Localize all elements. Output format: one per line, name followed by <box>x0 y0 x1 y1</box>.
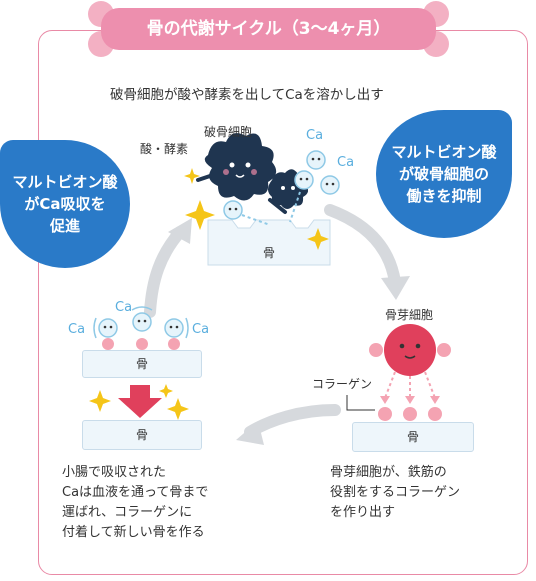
desc-line: 運ばれ、コラーゲンに <box>62 505 193 520</box>
bubble-left-line: がCa吸収を <box>24 195 106 213</box>
bubble-right-line: 働きを抑制 <box>406 187 482 205</box>
bubble-right-line: マルトビオン酸 <box>391 143 497 161</box>
bubble-right-line: が破骨細胞の <box>398 165 489 183</box>
cycle-arrow-bottom <box>244 404 341 438</box>
sparkle-icon <box>307 228 329 250</box>
desc-line: を作り出す <box>330 505 396 520</box>
ca-label: Ca <box>337 155 355 170</box>
calcium-ball-icon <box>164 318 184 338</box>
calcium-ball-icon <box>132 312 152 332</box>
bottom-left-description: 小腸で吸収された Caは血液を通って骨まで 運ばれ、コラーゲンに 付着して新しい… <box>62 463 208 543</box>
osteoblast-icon <box>369 324 451 376</box>
sparkle-icon <box>89 390 111 412</box>
sparkle-icon <box>185 200 215 230</box>
desc-line: 骨芽細胞が、鉄筋の <box>330 465 447 480</box>
desc-line: 小腸で吸収された <box>62 465 167 480</box>
bubble-left-line: 促進 <box>49 217 80 235</box>
bubble-left: マルトビオン酸 がCa吸収を 促進 <box>0 140 130 268</box>
osteoclast-large-icon <box>204 133 277 201</box>
cycle-arrow-left-head <box>168 218 192 244</box>
top-bone-shape <box>207 219 331 266</box>
calcium-ball-icon <box>320 175 340 195</box>
ca-label: Ca <box>306 128 324 143</box>
bottom-right-description: 骨芽細胞が、鉄筋の 役割をするコラーゲン を作り出す <box>330 463 460 523</box>
calcium-ball-icon <box>294 170 314 190</box>
sparkle-icon <box>167 398 189 420</box>
desc-line: Caは血液を通って骨まで <box>62 485 209 500</box>
cycle-arrow-left <box>144 226 186 318</box>
acid-enzyme-label: 酸・酵素 <box>140 142 189 156</box>
osteoblast-label: 骨芽細胞 <box>385 308 434 322</box>
collagen-label: コラーゲン <box>312 377 373 391</box>
top-description: 破骨細胞が酸や酵素を出してCaを溶かし出す <box>110 87 384 103</box>
down-arrow-icon <box>118 385 162 418</box>
ca-label: Ca <box>115 300 133 315</box>
cycle-arrow-right-head <box>381 276 410 300</box>
calcium-ball-icon <box>223 200 243 220</box>
left-lower-bone: 骨 <box>82 420 202 450</box>
ca-label: Ca <box>68 322 86 337</box>
osteoclast-label: 破骨細胞 <box>204 125 253 139</box>
cycle-arrow-right <box>324 204 401 288</box>
sparkle-icon <box>184 168 200 184</box>
ca-label: Ca <box>192 322 210 337</box>
page-title: 骨の代謝サイクル（3〜4ヶ月） <box>146 19 391 39</box>
sparkle-icon <box>159 384 173 398</box>
desc-line: 付着して新しい骨を作る <box>62 525 205 540</box>
bubble-right: マルトビオン酸 が破骨細胞の 働きを抑制 <box>376 110 512 238</box>
bubble-left-line: マルトビオン酸 <box>12 173 118 191</box>
desc-line: 役割をするコラーゲン <box>330 485 461 500</box>
right-bone: 骨 <box>352 422 474 452</box>
left-upper-bone: 骨 <box>82 350 202 378</box>
calcium-ball-icon <box>306 150 326 170</box>
top-bone-label: 骨 <box>262 246 275 260</box>
cycle-arrow-bottom-head <box>236 421 264 445</box>
calcium-ball-icon <box>98 318 118 338</box>
